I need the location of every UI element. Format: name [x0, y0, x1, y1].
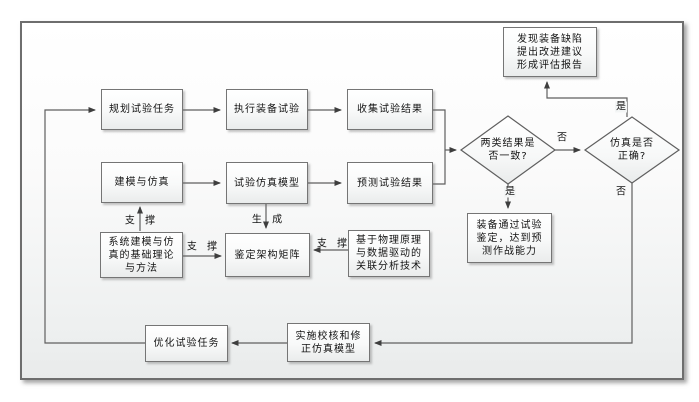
node-collect-test-results: 收集试验结果 — [347, 89, 433, 130]
edge-results-bus — [433, 109, 446, 185]
node-modeling-and-simulation: 建模与仿真 — [101, 162, 183, 203]
decision-correct-label: 仿真是否 正确? — [610, 138, 654, 162]
edge-label-correct-yes: 是 — [615, 101, 627, 113]
node-test-simulation-model: 试验仿真模型 — [226, 162, 308, 204]
node-equipment-qualified: 装备通过试验 鉴定，达到预 测作战能力 — [467, 213, 552, 263]
node-defect-report: 发现装备缺陷 提出改进建议 形成评估报告 — [503, 27, 597, 77]
edge-decision2-yes — [544, 81, 628, 117]
node-qualification-architecture-matrix: 鉴定架构矩阵 — [225, 233, 310, 277]
edge-optimize-to-plan — [44, 107, 145, 344]
edge-label-consistent-no: 否 — [557, 132, 567, 144]
node-system-modeling-theory: 系统建模与仿 真的基础理论 与方法 — [100, 232, 183, 278]
edge-label-support-up: 支 撑 — [124, 215, 156, 227]
node-plan-test-task: 规划试验任务 — [101, 89, 183, 130]
edge-label-generate: 生 成 — [251, 214, 283, 226]
edge-label-correct-no: 否 — [616, 186, 626, 198]
edge-decision2-no — [374, 183, 633, 346]
node-physics-data-correlation: 基于物理原理 与数据驱动的 关联分析技术 — [348, 230, 430, 277]
edge-label-support-right: 支 撑 — [316, 238, 348, 250]
decision-consistent-shape — [459, 115, 557, 185]
node-execute-equipment-test: 执行装备试验 — [226, 89, 308, 130]
node-predict-test-results: 预测试验结果 — [347, 162, 433, 204]
edge-label-support-left: 支 撑 — [186, 241, 218, 253]
decision-consistent-label: 两类结果是 否一致? — [480, 138, 536, 162]
node-optimize-test-task: 优化试验任务 — [145, 325, 228, 362]
decision-correct-shape — [583, 116, 681, 184]
edge-label-consistent-yes: 是 — [504, 186, 516, 198]
node-verify-correct-model: 实施校核和修 正仿真模型 — [287, 323, 370, 362]
